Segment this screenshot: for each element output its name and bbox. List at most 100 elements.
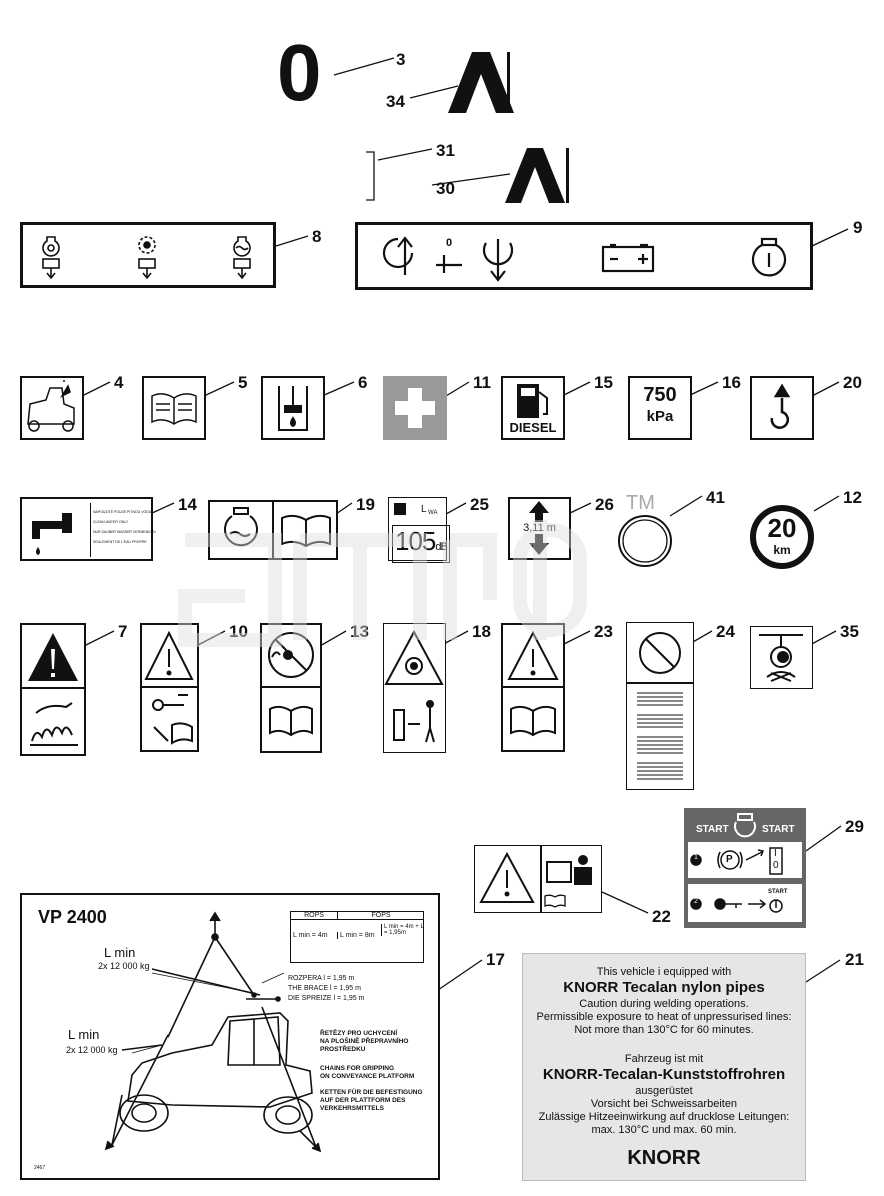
no-welding-icon: [639, 632, 681, 674]
water-line-en: CLEAN WATER ONLY: [93, 520, 129, 524]
zero-glyph-decal: 0: [277, 28, 322, 117]
pressure-value: 750: [643, 384, 677, 406]
decal-15-diesel: DIESEL: [501, 376, 565, 440]
callout-19: 19: [356, 495, 375, 514]
callout-7: 7: [118, 622, 128, 641]
book-icon: [510, 705, 556, 737]
callout-12: 12: [843, 488, 862, 507]
fuel-pump-icon: [517, 384, 548, 418]
warning-triangle-icon: [384, 629, 444, 685]
knorr-l3: Caution during welding operations.: [579, 998, 749, 1010]
seat-person-icon: [546, 855, 592, 885]
decal-4-rollover: [20, 376, 84, 440]
callout-26: 26: [595, 495, 614, 514]
speed-value: 20: [767, 513, 797, 543]
noise-l: L: [421, 504, 427, 515]
decal-35-tie-down: [750, 626, 813, 689]
decal-9-dashboard-strip: 0: [355, 222, 813, 290]
tm-mark: TM: [626, 492, 655, 514]
decal-5-manual: [142, 376, 206, 440]
lmin-sum: L min = 4m + L = 1,95m: [381, 924, 424, 936]
callout-34: 34: [386, 92, 405, 111]
callout-11: 11: [473, 373, 491, 392]
person-distance-icon: [393, 700, 435, 743]
knorr-brand: KNORR: [627, 1147, 701, 1169]
switch-o: 0: [773, 860, 779, 871]
water-line-de: NUR SAUBER WASSER VERWENDEN: [93, 530, 156, 534]
switch-i: I: [774, 848, 777, 859]
decal-11-first-aid: [383, 376, 447, 440]
lmin-left-label: L min: [68, 1027, 100, 1042]
key-wrench-icon: [152, 694, 193, 745]
warning-triangle-icon: [507, 630, 559, 680]
water-line-cz: NAPOUZITE POUZE PITNOU VODU: [93, 510, 152, 514]
decal-16-pressure: 750 kPa: [628, 376, 692, 440]
p-letter: P: [726, 854, 733, 865]
knorr-l6: Fahrzeug ist mit: [624, 1053, 704, 1065]
speaker-icon: [394, 503, 406, 515]
battery-icon: [601, 243, 655, 273]
decal-12-speed-limit: 20 km: [750, 505, 814, 569]
engine-coolant-icon: [224, 507, 258, 547]
decal-17-lifting-diagram: VP 2400 ROPS FOPS L min = 4m L min = 8m …: [20, 893, 440, 1180]
brace-de: DIE SPREIZE l = 1,95 m: [288, 995, 365, 1002]
switch-zero-label: 0: [446, 237, 453, 249]
prohibition-icon: [268, 632, 314, 678]
key-icon: [714, 898, 742, 910]
start-label-left: START: [696, 824, 729, 835]
fine-print-lines: [637, 692, 683, 780]
height-arrows-icon: [529, 501, 549, 555]
lmin-4: L min = 4m: [293, 932, 328, 939]
step-1-label: 1: [694, 854, 698, 861]
engine-oil-icon: [42, 236, 60, 280]
decal-25-noise-level: L WA 105dB: [388, 497, 450, 563]
decal-22-seatbelt-warning: [474, 845, 602, 913]
engine-icon: [751, 237, 787, 277]
knorr-l4: Permissible exposure to heat of unpressu…: [536, 1011, 792, 1023]
speed-unit: km: [773, 543, 791, 557]
knorr-l2: KNORR Tecalan nylon pipes: [563, 979, 765, 996]
parking-brake-icon: [717, 850, 743, 870]
callout-35: 35: [840, 622, 859, 641]
callout-18: 18: [472, 622, 491, 641]
load-top-label: 2x 12 000 kg: [98, 961, 150, 971]
decal-6-hydraulic: [261, 376, 325, 440]
knorr-l11: max. 130°C und max. 60 min.: [591, 1124, 737, 1136]
decal-8-indicator-strip: [20, 222, 276, 288]
knorr-l5: Not more than 130°C for 60 minutes.: [574, 1024, 754, 1036]
callout-31: 31: [436, 141, 455, 160]
engine-temp-icon: [233, 236, 251, 280]
callout-25: 25: [470, 495, 489, 514]
callout-3: 3: [396, 50, 406, 69]
rops-header: ROPS: [291, 912, 337, 920]
callout-14: 14: [178, 495, 197, 514]
callout-21: 21: [845, 950, 864, 969]
callout-6: 6: [358, 373, 368, 392]
water-tap-icon: [32, 513, 72, 555]
first-aid-cross-icon: [395, 388, 435, 428]
decal-20-lifting-hook: [750, 376, 814, 440]
knorr-l1: This vehicle i equipped with: [596, 966, 732, 978]
decal-19-engine-manual: [208, 500, 338, 560]
decal-14-clean-water: NAPOUZITE POUZE PITNOU VODU CLEAN WATER …: [20, 497, 156, 561]
warning-triangle-icon: [479, 851, 535, 903]
tie-down-icon: [759, 634, 803, 682]
noise-value: 105dB: [392, 525, 450, 563]
knorr-l7: KNORR-Tecalan-Kunststoffrohren: [542, 1066, 786, 1083]
decal-21-knorr-notice: This vehicle i equipped with KNORR Tecal…: [522, 953, 806, 1181]
book-icon: [544, 894, 566, 908]
lmin-top-label: L min: [104, 945, 136, 960]
step-2-label: 2: [694, 898, 698, 905]
callout-10: 10: [229, 622, 248, 641]
start-small-label: START: [768, 889, 788, 895]
diesel-label: DIESEL: [509, 420, 557, 435]
callout-8: 8: [312, 227, 322, 246]
callout-29: 29: [845, 817, 864, 836]
decal-18-rotating-parts: [383, 623, 446, 753]
callout-22: 22: [652, 907, 671, 926]
load-left-label: 2x 12 000 kg: [66, 1045, 118, 1055]
start-label-right: START: [762, 824, 795, 835]
hydraulic-cylinder-icon: [278, 386, 308, 431]
engine-up-arrow-icon: [382, 236, 414, 275]
